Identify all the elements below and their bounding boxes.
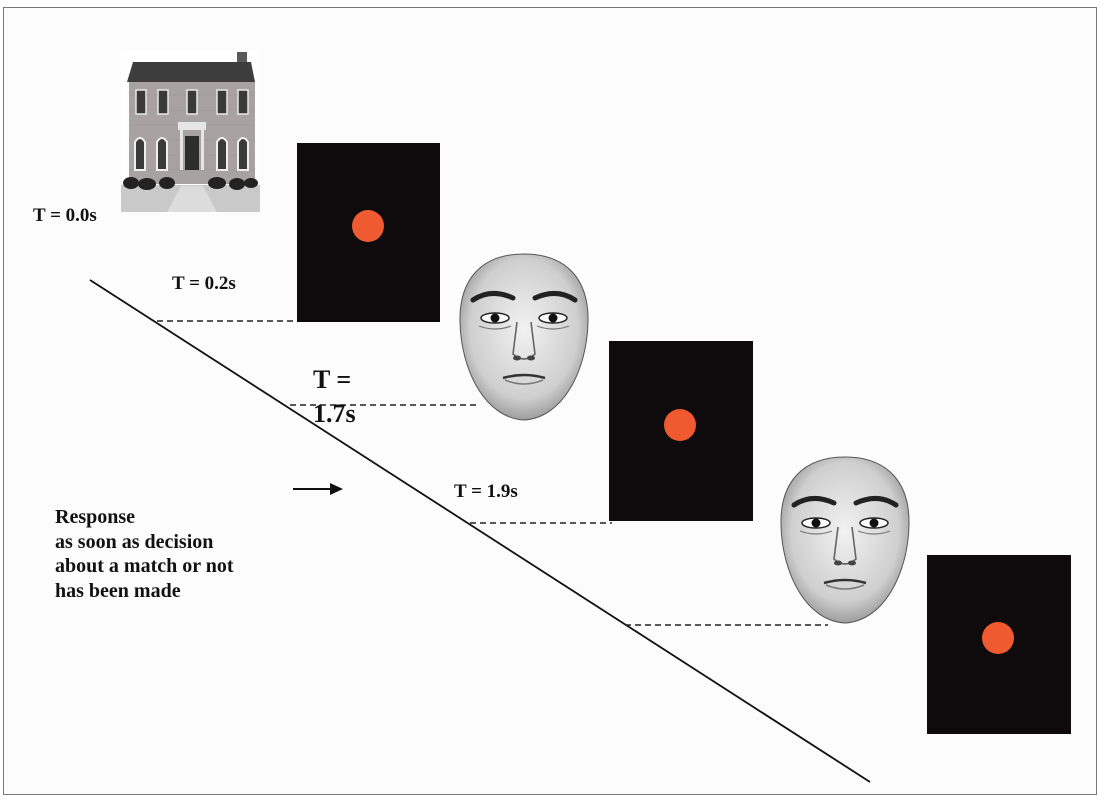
time-label-t1: T = 0.2s bbox=[172, 273, 236, 294]
face-image-2 bbox=[780, 456, 910, 624]
fixation-screen-1 bbox=[297, 143, 440, 322]
fixation-screen-2 bbox=[609, 341, 753, 521]
time-label-t2-line1: T = bbox=[313, 365, 352, 394]
fixation-dot bbox=[982, 622, 1014, 654]
response-line-1: Response bbox=[55, 506, 136, 528]
response-line-3: about a match or not bbox=[55, 555, 234, 577]
house-image bbox=[121, 50, 260, 212]
arrow-right-icon bbox=[293, 483, 343, 495]
time-label-t2-line2: 1.7s bbox=[313, 399, 356, 428]
time-label-t0: T = 0.0s bbox=[33, 205, 97, 226]
face-image-1 bbox=[459, 253, 589, 421]
time-label-t3: T = 1.9s bbox=[454, 481, 518, 502]
response-instruction: Response as soon as decision about a mat… bbox=[55, 505, 234, 603]
response-line-4: has been made bbox=[55, 579, 181, 602]
time-axis-diagonal bbox=[89, 279, 871, 783]
fixation-screen-3 bbox=[927, 555, 1071, 734]
fixation-dot bbox=[352, 210, 384, 242]
response-line-2: as soon as decision bbox=[55, 530, 214, 553]
time-label-t2: T = 1.7s bbox=[313, 363, 356, 431]
fixation-dot bbox=[664, 409, 696, 441]
